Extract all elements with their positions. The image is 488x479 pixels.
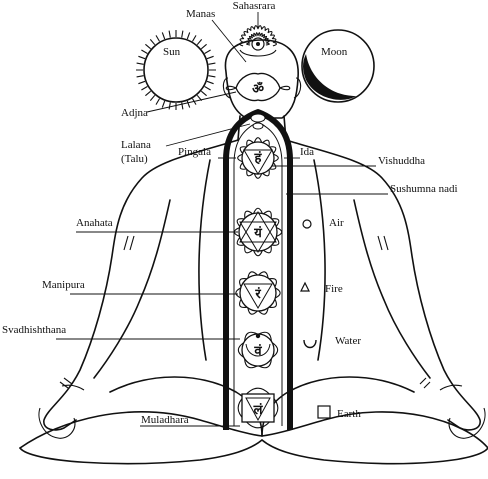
adjna-glyph: ॐ — [252, 81, 264, 97]
leader-lines — [56, 12, 388, 427]
label-anahata: Anahata — [76, 217, 113, 229]
label-ida: Ida — [300, 146, 314, 158]
sun-icon — [136, 30, 216, 110]
moon-icon — [301, 29, 375, 103]
vishuddha-glyph: हं — [254, 150, 263, 166]
svadhishthana-glyph: वं — [253, 343, 262, 359]
element-symbols — [300, 219, 331, 419]
label-sahasrara: Sahasrara — [233, 0, 276, 12]
anahata-chakra: यं — [233, 207, 283, 257]
lalana-knot — [250, 113, 266, 130]
svadhishthana-chakra: वं — [237, 331, 279, 369]
label-earth: Earth — [337, 408, 361, 420]
label-sushumna: Sushumna nadi — [390, 183, 458, 195]
muladhara-chakra: लं — [237, 387, 279, 429]
label-muladhara: Muladhara — [141, 414, 189, 426]
label-water: Water — [335, 335, 361, 347]
label-svadhishthana: Svadhishthana — [2, 324, 66, 336]
adjna-chakra: ॐ — [225, 72, 291, 102]
label-air: Air — [329, 217, 344, 229]
label-lalana: Lalana — [121, 139, 151, 151]
label-pingala: Pingala — [178, 146, 211, 158]
fire-symbol-icon — [300, 281, 310, 292]
labels: Sahasrara Manas Sun Moon Adjna Lalana (T… — [2, 0, 458, 426]
label-manipura: Manipura — [42, 279, 85, 291]
manipura-chakra: रं — [235, 271, 281, 315]
label-vishuddha: Vishuddha — [378, 155, 425, 167]
earth-symbol-icon — [317, 405, 331, 419]
label-manas: Manas — [186, 8, 215, 20]
vishuddha-chakra: हं — [237, 137, 279, 179]
label-talu: (Talu) — [121, 153, 148, 165]
air-symbol-icon — [302, 219, 312, 229]
label-fire: Fire — [325, 283, 343, 295]
sahasrara-lotus-icon — [239, 25, 277, 57]
manipura-glyph: रं — [254, 286, 261, 302]
anahata-glyph: यं — [253, 225, 262, 241]
label-adjna: Adjna — [121, 107, 148, 119]
label-sun: Sun — [163, 46, 181, 58]
water-symbol-icon — [303, 339, 317, 349]
label-moon: Moon — [321, 46, 348, 58]
muladhara-glyph: लं — [253, 402, 264, 418]
